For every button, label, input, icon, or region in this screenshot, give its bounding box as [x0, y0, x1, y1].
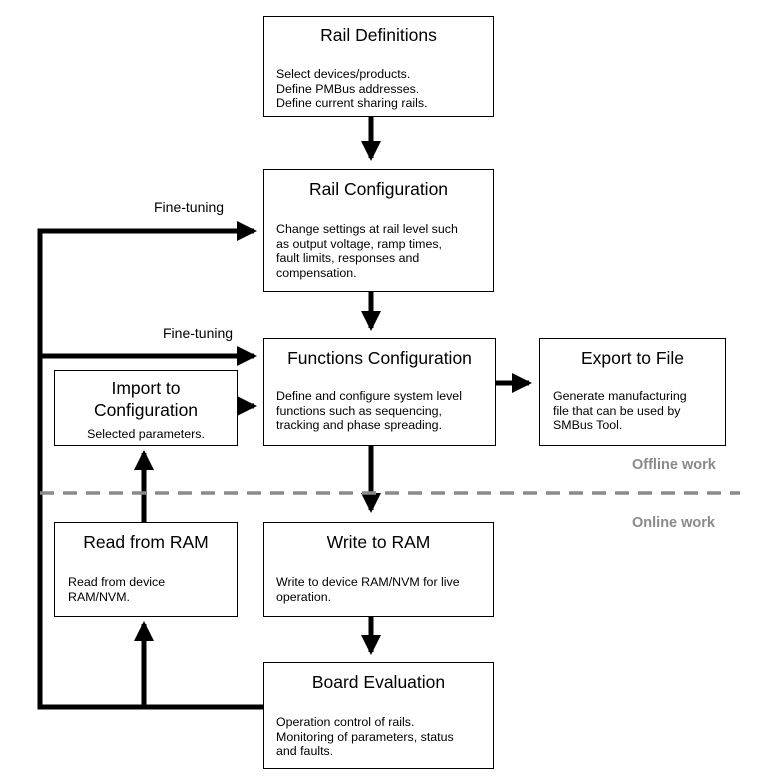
read-from-ram-title: Read from RAM: [83, 532, 209, 552]
board-evaluation-box: Board Evaluation Operation control of ra…: [263, 662, 494, 769]
rail-configuration-body: Change settings at rail level such as ou…: [276, 222, 458, 280]
rail-definitions-title: Rail Definitions: [320, 25, 437, 45]
rail-definitions-body: Select devices/products. Define PMBus ad…: [276, 67, 428, 111]
export-to-file-title: Export to File: [580, 348, 685, 368]
functions-configuration-title: Functions Configuration: [287, 348, 472, 368]
export-to-file-box: Export to File Generate manufacturing fi…: [539, 338, 726, 446]
rail-definitions-box: Rail Definitions Select devices/products…: [263, 16, 494, 117]
import-to-configuration-box: Import to Configuration Selected paramet…: [54, 370, 238, 446]
import-to-configuration-title-line1: Import to: [111, 378, 181, 398]
read-from-ram-body: Read from device RAM/NVM.: [68, 575, 166, 604]
write-to-ram-title: Write to RAM: [326, 532, 431, 552]
read-from-ram-box: Read from RAM Read from device RAM/NVM.: [54, 522, 238, 617]
import-to-configuration-body: Selected parameters.: [87, 427, 205, 441]
write-to-ram-box: Write to RAM Write to device RAM/NVM for…: [263, 522, 494, 617]
import-to-configuration-title-line2: Configuration: [93, 400, 199, 420]
fine-tuning-label-rail: Fine-tuning: [154, 199, 225, 215]
online-work-label: Online work: [632, 515, 715, 531]
functions-configuration-body: Define and configure system level functi…: [276, 389, 462, 433]
offline-work-label: Offline work: [632, 457, 716, 473]
export-to-file-body: Generate manufacturing file that can be …: [553, 389, 687, 433]
functions-configuration-box: Functions Configuration Define and confi…: [263, 338, 496, 446]
write-to-ram-body: Write to device RAM/NVM for live operati…: [276, 575, 460, 604]
rail-configuration-box: Rail Configuration Change settings at ra…: [263, 169, 494, 292]
fine-tuning-label-functions: Fine-tuning: [163, 325, 234, 341]
board-evaluation-title: Board Evaluation: [311, 672, 446, 692]
feedback-loop-line: [37, 221, 263, 710]
rail-configuration-title: Rail Configuration: [308, 179, 449, 199]
board-evaluation-body: Operation control of rails. Monitoring o…: [276, 715, 454, 759]
